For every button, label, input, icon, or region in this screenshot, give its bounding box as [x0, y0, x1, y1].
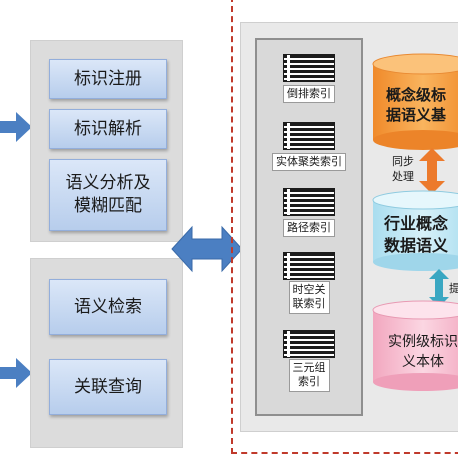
teal-link-label-fragment: 提 — [449, 280, 458, 296]
association-query-button[interactable]: 关联查询 — [49, 359, 167, 415]
index-table-icon — [283, 122, 335, 150]
concept-level-db-cylinder — [372, 53, 458, 150]
semantic-analysis-fuzzy-match-button[interactable]: 语义分析及 模糊匹配 — [49, 159, 167, 231]
triple-index: 三元组 索引 — [261, 330, 357, 392]
sync-arrow — [419, 148, 445, 194]
concept-level-db-label: 概念级标 据语义基 — [386, 85, 447, 124]
index-label: 实体聚类索引 — [272, 153, 346, 172]
concept-level-db: 概念级标 据语义基 — [382, 80, 458, 130]
index-label: 倒排索引 — [283, 85, 335, 104]
identifier-resolve-button[interactable]: 标识解析 — [49, 109, 167, 149]
index-table-icon — [283, 252, 335, 280]
instance-level-db-cylinder — [372, 300, 458, 391]
inbound-arrow-bottom — [0, 358, 32, 388]
entity-cluster-index: 实体聚类索引 — [255, 122, 363, 172]
inverted-index: 倒排索引 — [261, 54, 357, 104]
industry-concept-db-label: 行业概念 数据语义 — [384, 214, 449, 255]
index-column: 倒排索引 实体聚类索引 路径索引 时空关 联索引 三元组 索引 — [255, 38, 363, 416]
inbound-arrow-top — [0, 112, 32, 142]
identifier-register-button[interactable]: 标识注册 — [49, 59, 167, 99]
link-label-clip: 提 — [449, 282, 458, 295]
instance-level-db-label: 实例级标识 义本体 — [388, 333, 458, 370]
index-label: 路径索引 — [283, 219, 335, 238]
spatiotemporal-index: 时空关 联索引 — [261, 252, 357, 314]
identifier-services-panel: 标识注册 标识解析 语义分析及 模糊匹配 — [30, 40, 183, 242]
index-label: 三元组 索引 — [288, 359, 330, 392]
sync-label: 同步 处理 — [392, 155, 414, 184]
semantic-search-button[interactable]: 语义检索 — [49, 279, 167, 335]
industry-concept-db: 行业概念 数据语义 — [384, 208, 458, 262]
query-services-panel: 语义检索 关联查询 — [30, 258, 183, 448]
index-table-icon — [283, 188, 335, 216]
industry-concept-db-cylinder — [372, 190, 458, 271]
teal-link-arrow — [429, 269, 449, 307]
index-table-icon — [283, 330, 335, 358]
index-label: 时空关 联索引 — [288, 281, 330, 314]
instance-level-db: 实例级标识 义本体 — [384, 326, 458, 378]
storage-layer-frame — [231, 0, 458, 454]
path-index: 路径索引 — [261, 188, 357, 238]
index-table-icon — [283, 54, 335, 82]
